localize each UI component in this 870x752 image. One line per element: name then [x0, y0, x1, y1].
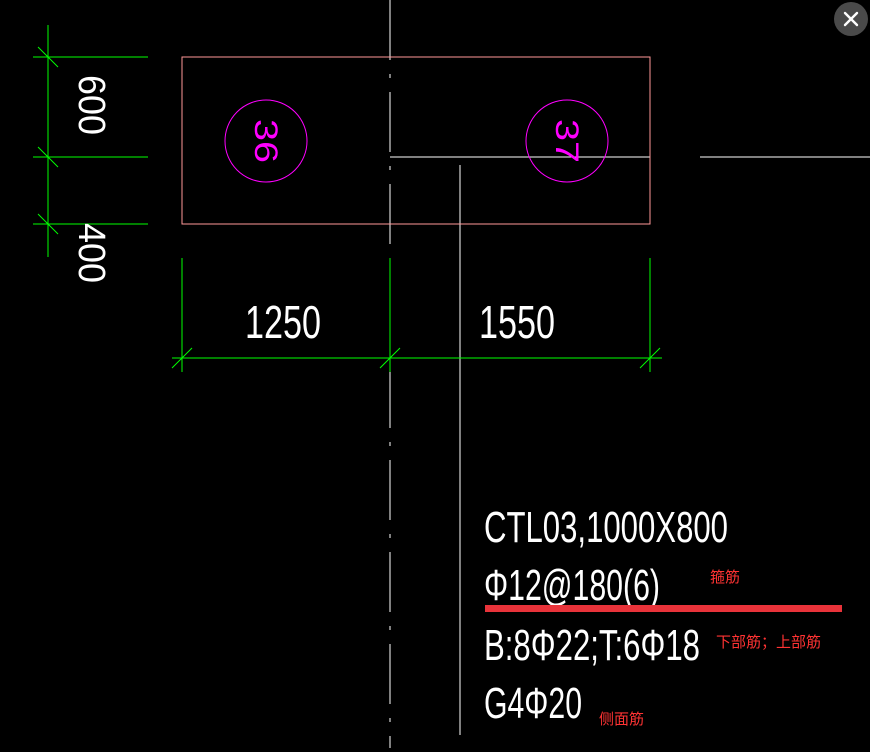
foundation-outline — [181, 56, 651, 225]
beam-name: CTL03,1000X800 — [484, 503, 728, 552]
annotations: 箍筋 下部筋；上部筋 侧面筋 — [599, 569, 821, 728]
column-circle — [525, 99, 609, 183]
highlight-bar — [485, 605, 842, 612]
stirrup-annotation: 箍筋 — [710, 569, 740, 586]
beam-spec: CTL03,1000X800 Φ12@180(6) B:8Φ22;T:6Φ18 … — [484, 503, 728, 728]
column-36: 36 — [224, 99, 308, 183]
dimension-label-1250: 1250 — [245, 296, 321, 348]
dimension-label-400: 400 — [70, 223, 112, 283]
stirrup-spec: Φ12@180(6) — [484, 561, 660, 610]
dimension-label-600: 600 — [70, 75, 112, 135]
dimension-label-1550: 1550 — [479, 296, 555, 348]
column-circle — [224, 99, 308, 183]
column-label: 36 — [248, 119, 284, 163]
horizontal-dimension — [171, 258, 662, 372]
side-bars-spec: G4Φ20 — [484, 679, 582, 728]
side-bars-annotation: 侧面筋 — [599, 711, 644, 728]
main-bars-spec: B:8Φ22;T:6Φ18 — [484, 621, 700, 670]
axis-lines — [389, 0, 870, 748]
main-bars-annotation: 下部筋；上部筋 — [716, 634, 821, 651]
close-icon — [843, 11, 859, 27]
vertical-dimension — [33, 25, 148, 257]
column-37: 37 — [525, 99, 609, 183]
close-button[interactable] — [834, 2, 868, 36]
column-label: 37 — [549, 119, 585, 163]
